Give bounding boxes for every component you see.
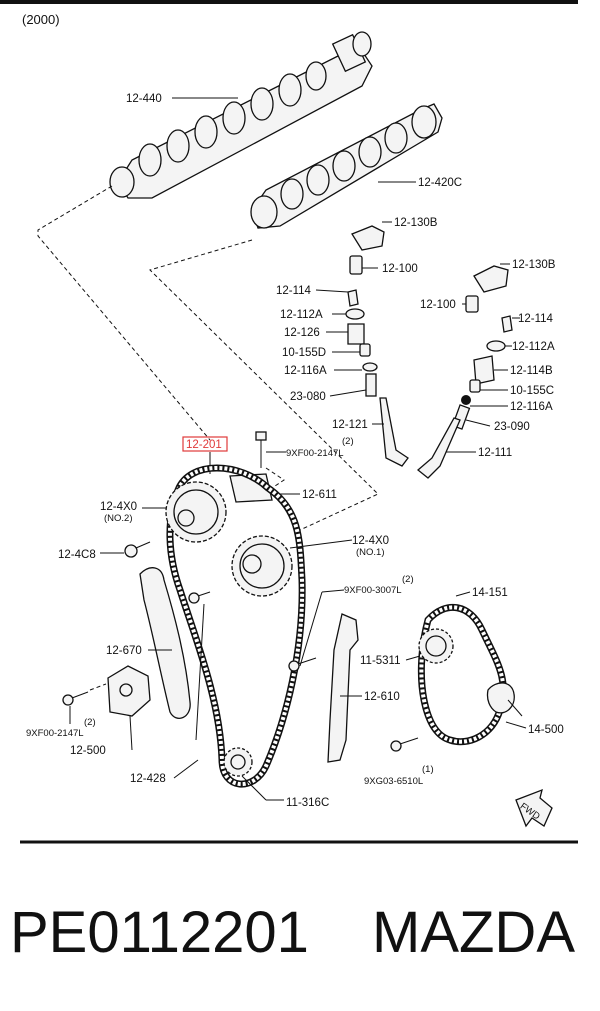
label-timing-chain[interactable]: 12-201 bbox=[186, 439, 222, 451]
footer-part-number: PE0112201 bbox=[10, 900, 309, 965]
label-oil-pump-chain: 14-151 bbox=[472, 587, 508, 599]
label-bolt-bottom-qty: (1) bbox=[422, 764, 434, 775]
stem-seal-b[interactable] bbox=[469, 379, 481, 393]
label-upper-seat-a: 12-112A bbox=[280, 309, 323, 321]
label-seal-a: 10-155D bbox=[282, 347, 326, 359]
vvt-bolt[interactable] bbox=[124, 541, 151, 558]
rocker-arm-b[interactable] bbox=[473, 265, 509, 293]
vvt-sprocket-no1[interactable] bbox=[231, 535, 293, 597]
crank-sprocket[interactable] bbox=[223, 747, 253, 777]
bolt-top[interactable] bbox=[255, 431, 267, 468]
oil-pump-chain[interactable] bbox=[417, 603, 507, 746]
label-valve-intake: 12-111 bbox=[478, 447, 512, 459]
timing-chain[interactable] bbox=[166, 464, 306, 788]
hla-a[interactable] bbox=[349, 255, 363, 275]
oil-pump-sprocket[interactable] bbox=[418, 628, 454, 664]
label-valve-exhaust: 12-121 bbox=[332, 419, 368, 431]
label-chain-lower: 12-428 bbox=[130, 773, 166, 785]
label-bolt-bottom: 9XG03-6510L bbox=[364, 776, 423, 787]
valve-intake[interactable] bbox=[416, 417, 461, 479]
label-lash-adjuster-b: 12-130B bbox=[512, 259, 556, 271]
upper-seat-a[interactable] bbox=[345, 308, 365, 320]
label-bolt-left-qty: (2) bbox=[84, 717, 96, 728]
valve-spring-a[interactable] bbox=[347, 323, 365, 345]
vvt-sprocket-no2[interactable] bbox=[165, 481, 227, 543]
rocker-arm-a[interactable] bbox=[351, 225, 385, 251]
label-lower-seat-b: 12-116A bbox=[510, 401, 553, 413]
tensioner[interactable] bbox=[107, 665, 151, 717]
label-spring-b: 12-114B bbox=[510, 365, 553, 377]
label-crank-sprocket: 11-316C bbox=[286, 797, 329, 809]
bolt-bottom[interactable] bbox=[390, 737, 419, 752]
bolt-left[interactable] bbox=[62, 691, 89, 706]
label-camshaft-exhaust: 12-440 bbox=[126, 93, 162, 105]
label-upper-seat-b: 12-112A bbox=[512, 341, 555, 353]
tensioner-arm[interactable] bbox=[139, 567, 191, 719]
label-bolt-left: 9XF00-2147L bbox=[26, 728, 84, 739]
label-guide-upper: 12-611 bbox=[302, 489, 337, 501]
label-key-a: 12-114 bbox=[276, 285, 312, 297]
valve-guide-a[interactable] bbox=[365, 373, 377, 397]
label-lash-adjuster-a: 12-130B bbox=[394, 217, 438, 229]
label-spring-a: 12-126 bbox=[284, 327, 320, 339]
oil-pump-tensioner[interactable] bbox=[486, 682, 523, 717]
valve-key-a[interactable] bbox=[347, 289, 359, 307]
label-vvt-no1-sub: (NO.1) bbox=[356, 547, 385, 558]
camshaft-intake[interactable] bbox=[250, 103, 443, 229]
label-vvt-no2: 12-4X0 bbox=[100, 501, 137, 513]
label-tensioner-arm: 12-670 bbox=[106, 645, 142, 657]
lower-seat-a[interactable] bbox=[362, 362, 378, 372]
fwd-arrow-icon: FWD bbox=[515, 788, 553, 828]
footer-brand: MAZDA bbox=[372, 900, 575, 965]
label-oil-pump-sprocket: 11-5311 bbox=[360, 655, 401, 667]
camshaft-exhaust[interactable] bbox=[109, 31, 373, 199]
stem-seal-a[interactable] bbox=[359, 343, 371, 357]
label-valve-guide-a: 23-080 bbox=[290, 391, 326, 403]
label-oil-pump-tensioner: 14-500 bbox=[528, 724, 564, 736]
label-seal-b: 10-155C bbox=[510, 385, 554, 397]
label-camshaft-intake: 12-420C bbox=[418, 177, 462, 189]
label-tensioner: 12-500 bbox=[70, 745, 106, 757]
label-hla-a: 12-100 bbox=[382, 263, 418, 275]
label-bolt-mid-qty: (2) bbox=[402, 574, 414, 585]
label-vvt-no2-sub: (NO.2) bbox=[104, 513, 133, 524]
label-hla-b: 12-100 bbox=[420, 299, 456, 311]
upper-seat-b[interactable] bbox=[486, 340, 506, 352]
hla-b[interactable] bbox=[465, 295, 479, 313]
label-valve-guide-b: 23-090 bbox=[494, 421, 530, 433]
label-vvt-bolt: 12-4C8 bbox=[58, 549, 96, 561]
label-bolt-top: 9XF00-2147L bbox=[286, 448, 344, 459]
label-lower-seat-a: 12-116A bbox=[284, 365, 327, 377]
valve-exhaust[interactable] bbox=[379, 397, 409, 467]
highlight-box bbox=[182, 436, 228, 452]
label-vvt-no1: 12-4X0 bbox=[352, 535, 389, 547]
year-label: (2000) bbox=[22, 12, 60, 27]
label-bolt-mid: 9XF00-3007L bbox=[344, 585, 402, 596]
valve-spring-b[interactable] bbox=[473, 355, 495, 385]
label-bolt-top-qty: (2) bbox=[342, 436, 354, 447]
valve-key-b[interactable] bbox=[501, 315, 513, 333]
lower-seat-b[interactable] bbox=[461, 395, 471, 405]
arm-bolt[interactable] bbox=[188, 591, 211, 741]
chain-guide[interactable] bbox=[327, 613, 359, 763]
label-key-b: 12-114 bbox=[518, 313, 554, 325]
label-chain-guide: 12-610 bbox=[364, 691, 400, 703]
